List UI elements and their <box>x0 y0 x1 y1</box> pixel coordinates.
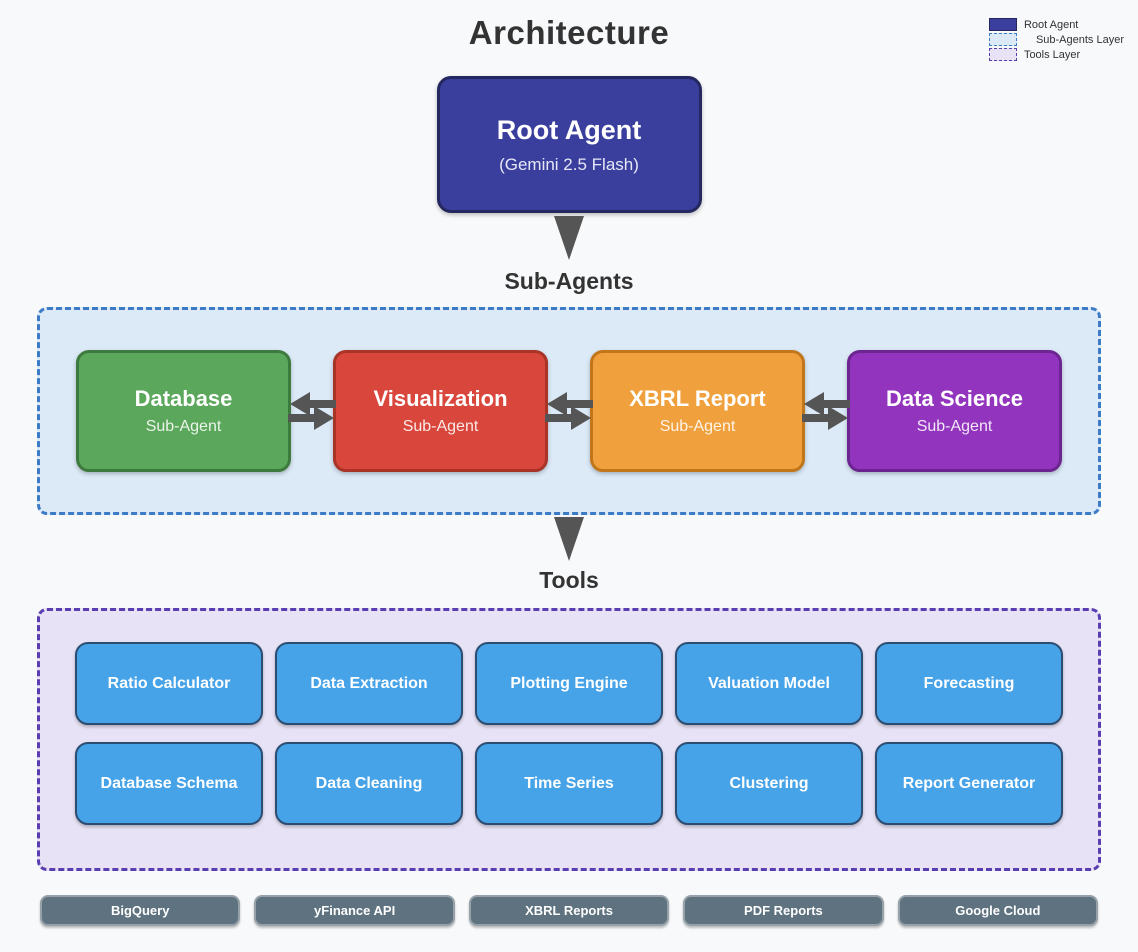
subagents-layer: Database Sub-Agent Visualization Sub-Age… <box>37 307 1101 515</box>
page-title: Architecture <box>468 14 670 51</box>
external-resources-row: BigQuery yFinance API XBRL Reports PDF R… <box>40 895 1099 926</box>
legend-item-root-agent: Root Agent <box>988 18 1124 31</box>
tool-node-forecasting: Forecasting <box>875 642 1063 725</box>
tool-node-data-extraction: Data Extraction <box>275 642 463 725</box>
subagent-title: Visualization <box>373 386 508 411</box>
arrow-down-icon <box>554 517 584 561</box>
bidirectional-arrow-icon <box>545 392 593 430</box>
tool-node-clustering: Clustering <box>675 742 863 825</box>
tools-heading: Tools <box>539 567 599 593</box>
root-agent-node: Root Agent (Gemini 2.5 Flash) <box>436 76 702 213</box>
legend-label: Sub-Agents Layer <box>1035 33 1124 46</box>
legend-swatch-tools-icon <box>988 48 1017 61</box>
tool-node-database-schema: Database Schema <box>75 742 263 825</box>
legend-label: Tools Layer <box>1023 48 1081 61</box>
tools-row-1: Ratio Calculator Data Extraction Plottin… <box>75 642 1063 725</box>
legend: Root Agent Sub-Agents Layer Tools Layer <box>988 18 1124 63</box>
subagent-title: XBRL Report <box>629 386 766 411</box>
tool-node-report-generator: Report Generator <box>875 742 1063 825</box>
bidirectional-arrow-icon <box>288 392 336 430</box>
tools-layer: Ratio Calculator Data Extraction Plottin… <box>37 608 1101 871</box>
legend-swatch-subagents-icon <box>988 33 1017 46</box>
tool-node-data-cleaning: Data Cleaning <box>275 742 463 825</box>
subagent-node-database: Database Sub-Agent <box>76 350 291 472</box>
subagent-subtitle: Sub-Agent <box>402 418 479 435</box>
legend-swatch-root-agent-icon <box>988 18 1017 31</box>
pill-bigquery: BigQuery <box>40 895 241 926</box>
subagent-node-visualization: Visualization Sub-Agent <box>333 350 548 472</box>
pill-xbrl-reports: XBRL Reports <box>468 895 670 926</box>
subagent-subtitle: Sub-Agent <box>145 418 222 435</box>
root-agent-subtitle: (Gemini 2.5 Flash) <box>499 154 639 174</box>
subagent-subtitle: Sub-Agent <box>916 418 993 435</box>
subagents-heading: Sub-Agents <box>504 268 634 294</box>
arrow-down-icon <box>554 216 584 260</box>
subagent-subtitle: Sub-Agent <box>659 418 736 435</box>
legend-item-subagents-layer: Sub-Agents Layer <box>988 33 1124 46</box>
pill-pdf-reports: PDF Reports <box>683 895 884 926</box>
subagent-node-xbrl-report: XBRL Report Sub-Agent <box>590 350 805 472</box>
legend-label: Root Agent <box>1023 18 1079 31</box>
subagent-node-data-science: Data Science Sub-Agent <box>847 350 1062 472</box>
legend-item-tools-layer: Tools Layer <box>988 48 1124 61</box>
subagent-title: Data Science <box>886 386 1023 411</box>
bidirectional-arrow-icon <box>802 392 850 430</box>
root-agent-title: Root Agent <box>496 114 642 145</box>
tool-node-valuation-model: Valuation Model <box>675 642 863 725</box>
tool-node-plotting-engine: Plotting Engine <box>475 642 663 725</box>
tools-row-2: Database Schema Data Cleaning Time Serie… <box>75 742 1063 825</box>
pill-yfinance-api: yFinance API <box>254 895 455 926</box>
subagent-title: Database <box>134 386 233 411</box>
tool-node-ratio-calculator: Ratio Calculator <box>75 642 263 725</box>
tool-node-time-series: Time Series <box>475 742 663 825</box>
pill-google-cloud: Google Cloud <box>897 895 1099 926</box>
